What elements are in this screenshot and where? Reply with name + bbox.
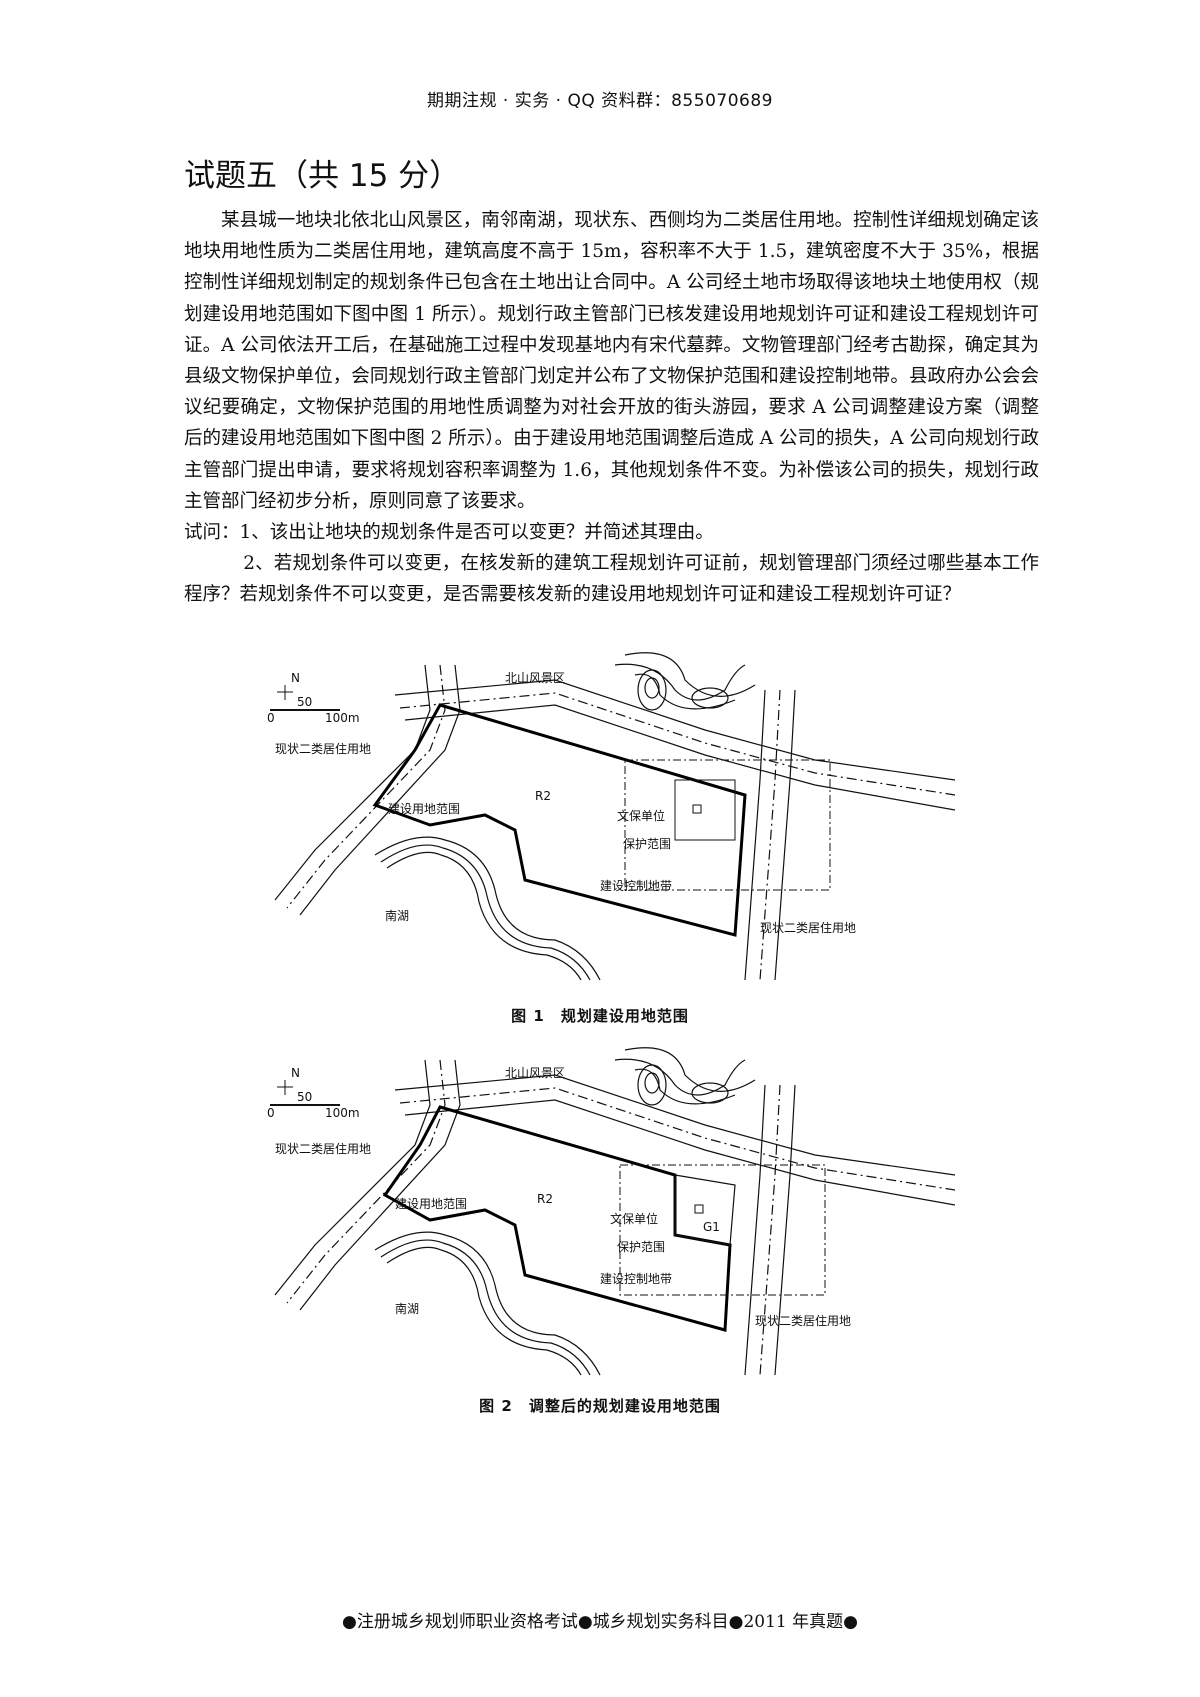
land-use-code-2: R2 (537, 1192, 553, 1206)
page-footer: ●注册城乡规划师职业资格考试●城乡规划实务科目●2011 年真题● (341, 1612, 858, 1632)
residential-east-label-2: 现状二类居住用地 (755, 1314, 851, 1328)
question-title: 试题五（共 15 分） (184, 158, 461, 194)
scenic-area-label-2: 北山风景区 (505, 1066, 565, 1080)
park-code-label: G1 (703, 1220, 720, 1234)
scenario-paragraph: 某县城一地块北依北山风景区，南邻南湖，现状东、西侧均为二类居住用地。控制性详细规… (184, 210, 1039, 512)
scale-start-2: 0 (267, 1106, 275, 1120)
scale-start: 0 (267, 711, 275, 725)
question-1: 试问：1、该出让地块的规划条件是否可以变更？并简述其理由。 (184, 522, 714, 544)
figure-2-caption: 图 2 调整后的规划建设用地范围 (479, 1397, 721, 1415)
question-2: 2、若规划条件可以变更，在核发新的建筑工程规划许可证前，规划管理部门须经过哪些基… (184, 553, 1039, 606)
lake-label: 南湖 (385, 908, 409, 923)
figure-1-map: N 50 0 100m 北山风景区 现状二类居住用地 R2 建设用地范围 文保单… (255, 650, 955, 990)
heritage-unit-label: 文保单位 (617, 808, 665, 823)
control-zone-label: 建设控制地带 (600, 879, 672, 893)
question-body: 某县城一地块北依北山风景区，南邻南湖，现状东、西侧均为二类居住用地。控制性详细规… (184, 205, 1039, 611)
protection-zone-label: 保护范围 (623, 837, 671, 851)
heritage-unit-label-2: 文保单位 (610, 1211, 658, 1226)
residential-east-label: 现状二类居住用地 (760, 921, 856, 935)
scale-mid-2: 50 (297, 1090, 312, 1104)
scale-end-2: 100m (325, 1106, 360, 1120)
protection-zone-label-2: 保护范围 (617, 1240, 665, 1254)
scale-end: 100m (325, 711, 360, 725)
site-boundary-label: 建设用地范围 (388, 802, 460, 816)
residential-west-label: 现状二类居住用地 (275, 742, 371, 756)
scenic-area-label: 北山风景区 (505, 671, 565, 685)
control-zone-label-2: 建设控制地带 (600, 1272, 672, 1286)
page-header: 期期注规 · 实务 · QQ 资料群：855070689 (427, 91, 773, 111)
north-arrow-label-2: N (291, 1066, 300, 1080)
north-arrow-label: N (291, 671, 300, 685)
figure-1-caption: 图 1 规划建设用地范围 (511, 1007, 689, 1025)
lake-label-2: 南湖 (395, 1301, 419, 1316)
figure-2-map: N 50 0 100m 北山风景区 现状二类居住用地 R2 建设用地范围 文保单… (255, 1045, 955, 1385)
residential-west-label-2: 现状二类居住用地 (275, 1142, 371, 1156)
site-boundary-label-2: 建设用地范围 (395, 1197, 467, 1211)
land-use-code: R2 (535, 789, 551, 803)
scale-mid: 50 (297, 695, 312, 709)
